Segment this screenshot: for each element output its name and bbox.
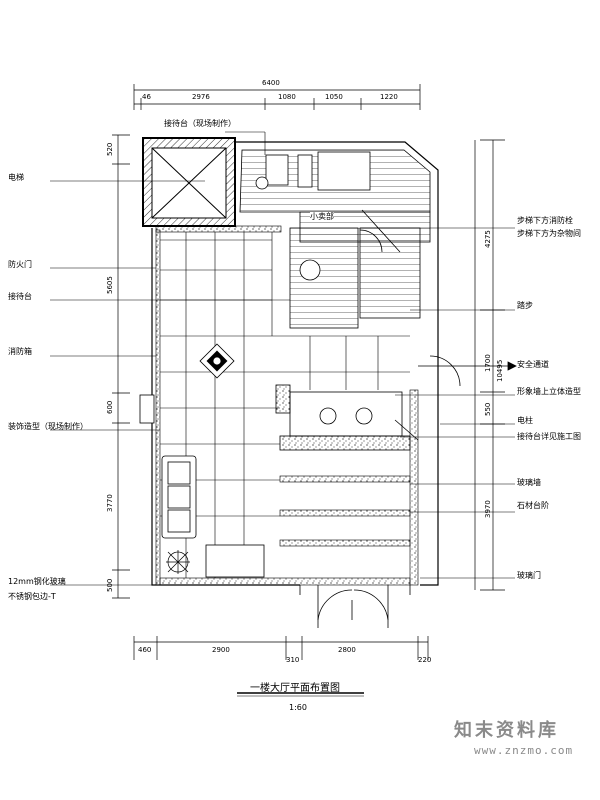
top-dimension-lines — [133, 84, 421, 110]
potted-plant — [166, 550, 190, 574]
label-column: 电柱 — [517, 416, 533, 425]
dim-right-3: 1700 — [484, 354, 492, 372]
safety-exit-arrow — [418, 355, 517, 387]
label-stone-floor: 石材台阶 — [517, 501, 549, 510]
bottom-dimension-lines — [133, 636, 429, 660]
dim-left-2: 5605 — [106, 276, 114, 294]
dim-bottom-3: 310 — [286, 656, 300, 664]
dim-right-5: 3970 — [484, 500, 492, 518]
stair-area — [239, 149, 431, 329]
label-elevator: 电梯 — [8, 173, 24, 182]
entrance-door — [299, 585, 411, 628]
title-underline — [237, 692, 364, 697]
dim-right-2: 10495 — [496, 359, 504, 382]
dim-top-4: 1050 — [325, 93, 343, 101]
label-safety-exit: 安全通道 — [517, 360, 549, 369]
watermark-url: www.znzmo.com — [474, 744, 574, 757]
label-glass-wall: 玻璃墙 — [517, 478, 541, 487]
dim-bottom-5: 220 — [418, 656, 432, 664]
dim-left-4: 3770 — [106, 494, 114, 512]
dim-top-2: 2976 — [192, 93, 210, 101]
drawing-scale: 1:60 — [289, 703, 307, 712]
label-steps: 踏步 — [517, 301, 533, 310]
dim-bottom-2: 2900 — [212, 646, 230, 654]
dim-top-3: 1080 — [278, 93, 296, 101]
dim-bottom-1: 460 — [138, 646, 152, 654]
dim-top-total: 6400 — [262, 79, 280, 87]
glass-wall-bands — [279, 475, 411, 547]
dim-right-4: 550 — [484, 402, 492, 416]
label-glass-railing: 12mm钢化玻璃 — [8, 577, 66, 586]
dim-left-1: 520 — [106, 142, 114, 156]
label-under-stair-2: 步梯下方为杂物间 — [517, 229, 581, 238]
leader-lines-left — [50, 180, 290, 586]
label-fire-box: 消防箱 — [8, 347, 32, 356]
label-reception-wall: 接待台详见施工图 — [517, 432, 581, 441]
label-small-room: 小卖部 — [310, 212, 334, 222]
label-under-stair-1: 步梯下方消防栓 — [517, 216, 573, 225]
dim-top-5: 1220 — [380, 93, 398, 101]
dim-bottom-4: 2800 — [338, 646, 356, 654]
watermark-text: 知末资料库 — [454, 720, 559, 741]
drawing-title: 一楼大厅平面布置图 — [250, 683, 340, 694]
floor-medallion — [199, 343, 235, 379]
dim-left-5: 500 — [106, 578, 114, 592]
dim-right-1: 4275 — [484, 230, 492, 248]
reception-decor — [139, 384, 419, 451]
leader-lines-right — [225, 131, 515, 579]
elevator-shaft — [142, 137, 236, 227]
label-top-callout: 接待台（现场制作） — [164, 119, 236, 128]
label-reception: 接待台 — [8, 292, 32, 301]
dim-top-1: 46 — [142, 93, 151, 101]
label-wall-decor: 形象墙上立体造型 — [517, 387, 581, 396]
label-decor-shape: 装饰造型（现场制作） — [8, 422, 88, 431]
left-dimension-lines — [112, 134, 130, 599]
dim-left-3: 600 — [106, 400, 114, 414]
sofa — [161, 455, 265, 578]
label-fire-door: 防火门 — [8, 260, 32, 269]
label-glass-door: 玻璃门 — [517, 571, 541, 580]
label-steel-edge: 不锈钢包边-T — [8, 592, 56, 601]
